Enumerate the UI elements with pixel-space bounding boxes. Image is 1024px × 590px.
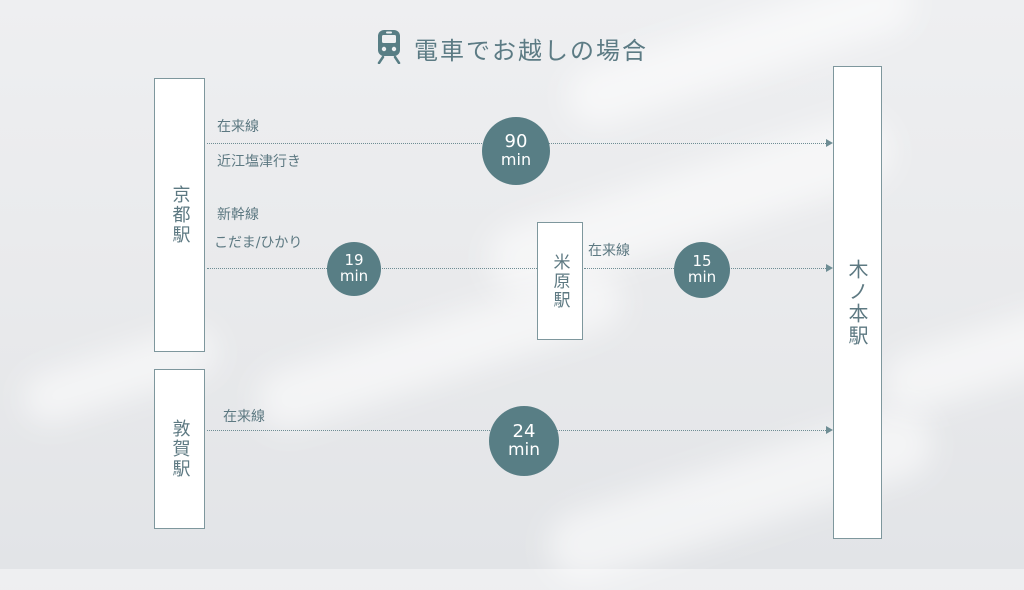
title-text: 電車でお越しの場合 <box>414 36 648 65</box>
station-maibara: 米原駅 <box>537 222 583 340</box>
background-streak <box>875 300 1024 420</box>
travel-time-unit: min <box>339 267 369 285</box>
station-maibara-label: 米原駅 <box>549 252 570 310</box>
arrow-head <box>826 139 833 147</box>
travel-time-badge: 24 min <box>489 406 559 476</box>
route-line-name: 在来線 <box>223 409 265 425</box>
travel-time-value: 24 <box>512 420 536 442</box>
station-tsuruga: 敦賀駅 <box>154 369 205 529</box>
route-line-name: 新幹線 <box>217 207 259 223</box>
station-kinomoto: 木ノ本駅 <box>833 66 882 539</box>
travel-time-unit: min <box>687 268 717 286</box>
arrow-head <box>826 264 833 272</box>
route-line-name: 在来線 <box>588 243 630 259</box>
travel-time-badge: 15 min <box>674 242 730 298</box>
station-kyoto-label: 京都駅 <box>169 185 191 245</box>
travel-time-unit: min <box>500 150 532 170</box>
route-destination: 近江塩津行き <box>217 154 301 170</box>
station-tsuruga-label: 敦賀駅 <box>169 419 191 479</box>
travel-time-value: 90 <box>504 131 528 153</box>
route-trains: こだま/ひかり <box>214 235 303 251</box>
travel-time-unit: min <box>507 439 541 460</box>
arrow-head <box>826 426 833 434</box>
page-title: 電車でお越しの場合 <box>0 28 1024 68</box>
station-kinomoto-label: 木ノ本駅 <box>845 258 869 347</box>
travel-time-value: 15 <box>692 252 712 271</box>
route-line-name: 在来線 <box>217 119 259 135</box>
station-kyoto: 京都駅 <box>154 78 205 352</box>
train-icon <box>376 28 402 68</box>
travel-time-badge: 19 min <box>327 242 381 296</box>
travel-time-value: 19 <box>344 251 364 270</box>
travel-time-badge: 90 min <box>482 117 550 185</box>
